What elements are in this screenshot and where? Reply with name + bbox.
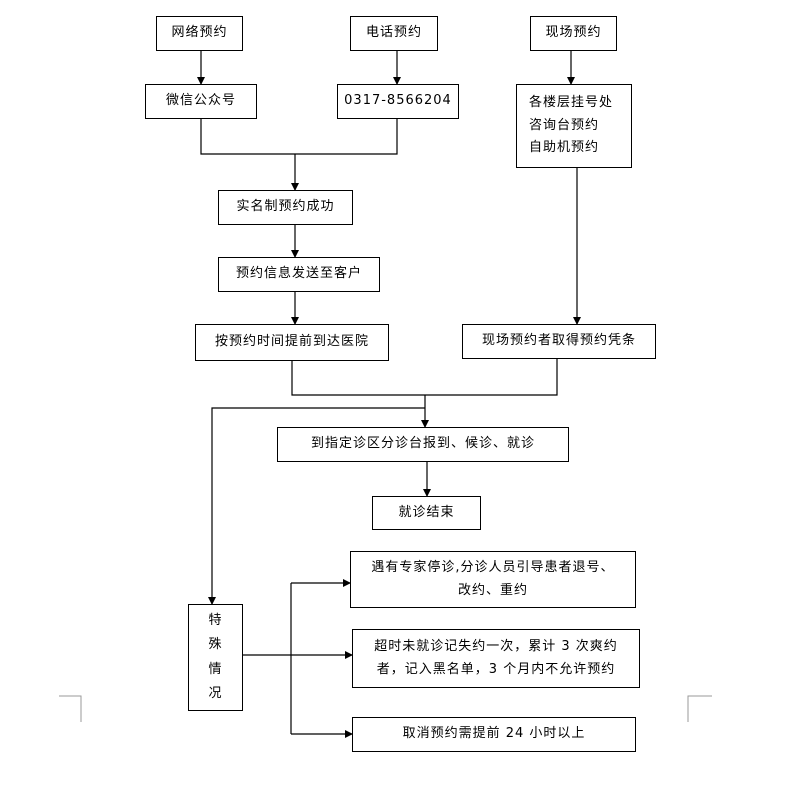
node-online-booking: 网络预约: [156, 16, 243, 51]
node-phone-number: 0317-8566204: [337, 84, 459, 119]
merge-line-online-phone: [200, 119, 398, 155]
node-onsite-voucher: 现场预约者取得预约凭条: [462, 324, 656, 359]
node-case-no-show: 超时未就诊记失约一次，累计 3 次爽约 者，记入黑名单，3 个月内不允许预约: [352, 629, 640, 688]
node-special-cases: 特 殊 情 况: [188, 604, 243, 711]
node-wechat-account: 微信公众号: [145, 84, 257, 119]
node-onsite-channels: 各楼层挂号处 咨询台预约 自助机预约: [516, 84, 632, 168]
node-realname-success: 实名制预约成功: [218, 190, 353, 225]
node-phone-booking: 电话预约: [350, 16, 438, 51]
node-case-cancel: 取消预约需提前 24 小时以上: [352, 717, 636, 752]
node-onsite-booking: 现场预约: [530, 16, 617, 51]
node-visit-end: 就诊结束: [372, 496, 481, 530]
page-corner-mark-right: [687, 695, 712, 722]
node-info-sent: 预约信息发送至客户: [218, 257, 380, 292]
line-to-special-cases: [208, 407, 425, 605]
node-arrive-early: 按预约时间提前到达医院: [195, 324, 389, 361]
node-report-visit: 到指定诊区分诊台报到、候诊、就诊: [277, 427, 569, 462]
page-corner-mark-left: [59, 695, 82, 722]
merge-line-arrive-voucher: [291, 359, 558, 396]
node-case-expert-stop: 遇有专家停诊,分诊人员引导患者退号、 改约、重约: [350, 551, 636, 608]
